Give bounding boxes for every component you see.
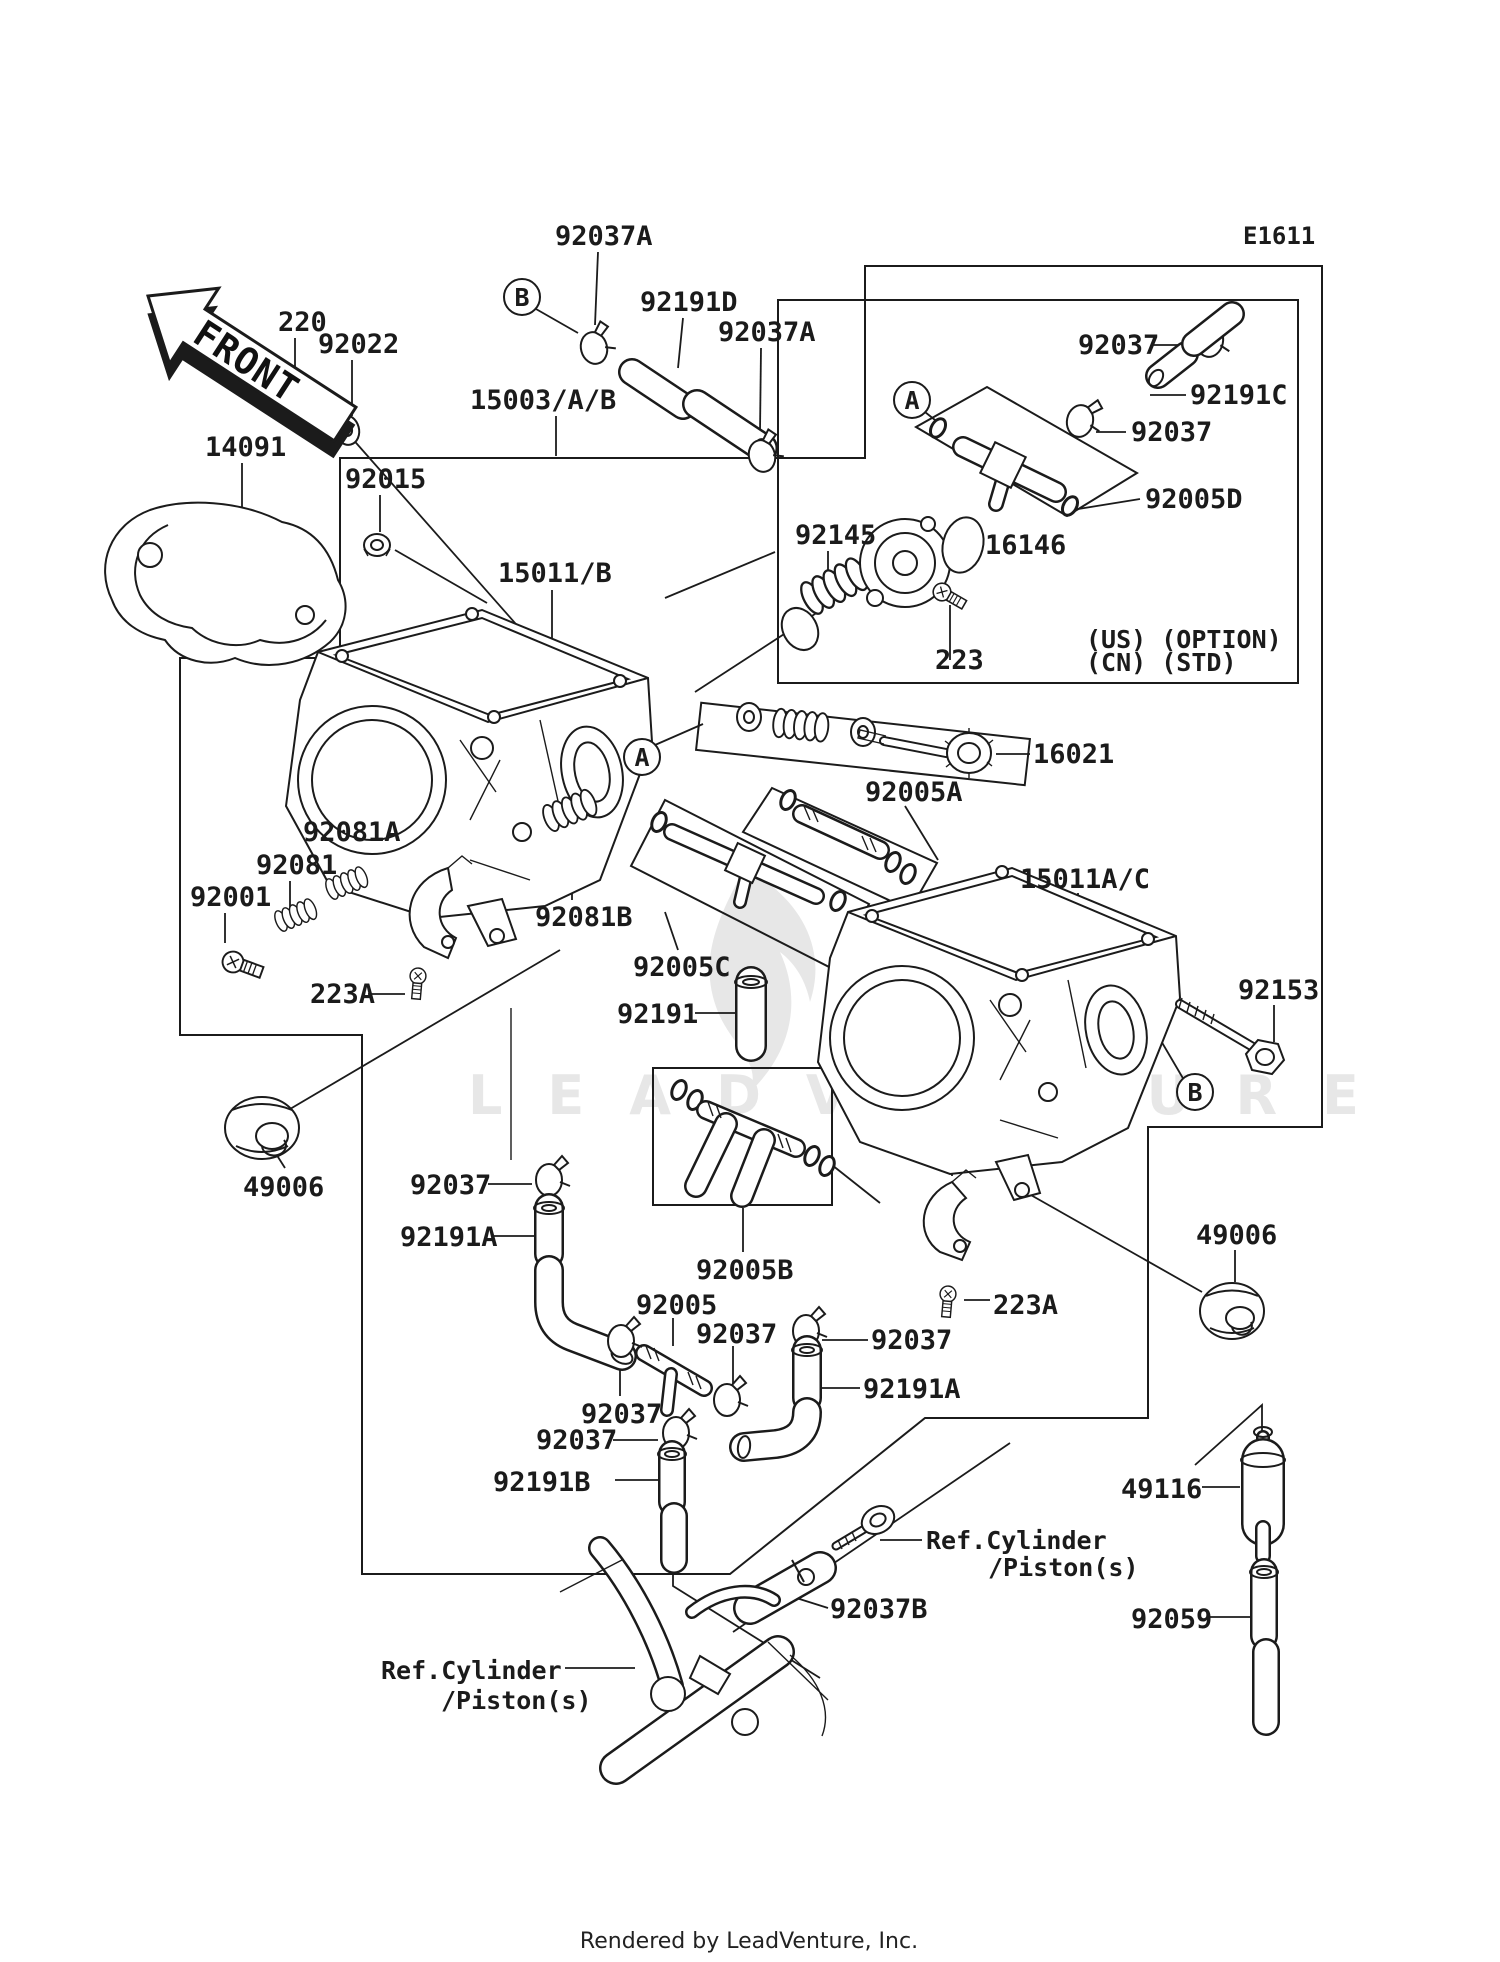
- part-label-223A-right: 223A: [993, 1290, 1058, 1321]
- bracket-right: [922, 1169, 977, 1262]
- notes: E1611 (US) (OPTION) (CN) (STD) Ref.Cylin…: [381, 222, 1315, 1954]
- kit-92005B-parts: [667, 1076, 839, 1208]
- nut-92015: [363, 533, 391, 557]
- bolt-92153: [1175, 997, 1286, 1076]
- page-code: E1611: [1243, 222, 1315, 250]
- part-label-92037-l1: 92037: [410, 1170, 491, 1201]
- part-label-92153: 92153: [1238, 975, 1319, 1006]
- screw-223A-right: [937, 1284, 958, 1319]
- clamp-92037-kit2: [1062, 393, 1107, 443]
- part-labels: 220 92022 14091 92015 92037A 92191D 9203…: [190, 221, 1319, 1635]
- ref-cylinder-right-1: Ref.Cylinder: [926, 1526, 1107, 1555]
- part-label-92191A-l: 92191A: [400, 1222, 498, 1253]
- part-label-49006-right: 49006: [1196, 1220, 1277, 1251]
- callout-B-top: B: [503, 278, 541, 316]
- diaphragm-16146: [859, 516, 985, 608]
- carburetor-body-right: [816, 865, 1182, 1202]
- part-label-16021: 16021: [1033, 739, 1114, 770]
- callout-A-kit: A: [893, 381, 931, 419]
- part-label-92081B: 92081B: [535, 902, 633, 933]
- part-label-223A-left: 223A: [310, 979, 375, 1010]
- part-label-92145: 92145: [795, 520, 876, 551]
- note-us-option: (US) (OPTION): [1086, 625, 1282, 654]
- part-label-92037-m3: 92037: [536, 1425, 617, 1456]
- damper-49006-right: [1199, 1282, 1265, 1340]
- part-label-92005A: 92005A: [865, 777, 963, 808]
- callouts: B A A B: [503, 278, 1214, 1111]
- oring-92005C-2: [826, 887, 850, 915]
- ref-cylinder-right-2: /Piston(s): [988, 1553, 1139, 1582]
- clamp-92037A-1: [574, 318, 620, 368]
- kit-92005D-box: [913, 385, 1139, 518]
- callout-A-carb: A: [623, 738, 661, 776]
- part-label-14091: 14091: [205, 432, 286, 463]
- part-label-92037A-2: 92037A: [718, 317, 816, 348]
- footer-credit: Rendered by LeadVenture, Inc.: [580, 1929, 918, 1954]
- callout-B-carb: B: [1176, 1073, 1214, 1111]
- part-label-15011B: 15011/B: [498, 558, 612, 589]
- part-label-220: 220: [278, 307, 327, 338]
- part-label-92037-m2: 92037: [581, 1399, 662, 1430]
- oring-92005A-3: [896, 860, 920, 888]
- part-label-92005: 92005: [636, 1290, 717, 1321]
- tube-92191B: [657, 1440, 688, 1574]
- tubes-92059: [1249, 1558, 1280, 1736]
- part-label-92191C: 92191C: [1190, 380, 1288, 411]
- tee-92005: [635, 1344, 713, 1417]
- filter-49116: [1240, 1426, 1286, 1564]
- svg-text:B: B: [1187, 1078, 1202, 1107]
- spring-92081: [271, 896, 320, 934]
- main-boundary-box: [179, 265, 1323, 1575]
- screw-223A-left: [407, 966, 428, 1001]
- svg-text:A: A: [634, 743, 649, 772]
- part-label-92001: 92001: [190, 882, 271, 913]
- part-label-92191A-r: 92191A: [863, 1374, 961, 1405]
- part-label-15003AB: 15003/A/B: [470, 385, 616, 416]
- part-label-92037-kit2: 92037: [1131, 417, 1212, 448]
- cover-14091: [104, 501, 347, 666]
- hose-92191A-left: [533, 1193, 637, 1371]
- screw-92001: [218, 947, 267, 984]
- damper-49006-left: [224, 1096, 300, 1160]
- bracket-left: [408, 855, 473, 960]
- kit-16021-parts: [736, 702, 994, 778]
- part-label-92081A: 92081A: [303, 817, 401, 848]
- part-label-92005C: 92005C: [633, 952, 731, 983]
- part-label-92037-kit1: 92037: [1078, 330, 1159, 361]
- front-arrow: FRONT: [146, 286, 359, 459]
- hose-92191A-right: [729, 1335, 823, 1462]
- note-cn-std: (CN) (STD): [1086, 648, 1237, 677]
- part-label-15011AC: 15011A/C: [1020, 864, 1150, 895]
- part-label-92022: 92022: [318, 329, 399, 360]
- part-label-92059: 92059: [1131, 1604, 1212, 1635]
- part-label-92005B: 92005B: [696, 1255, 794, 1286]
- part-label-92037-r1: 92037: [871, 1325, 952, 1356]
- clamp-92037-left: [535, 1155, 571, 1197]
- part-label-92037B: 92037B: [830, 1594, 928, 1625]
- linkage-ref-cylinder: [559, 1536, 829, 1785]
- svg-text:B: B: [514, 283, 529, 312]
- part-label-92191B: 92191B: [493, 1467, 591, 1498]
- part-label-92015: 92015: [345, 464, 426, 495]
- part-label-92081: 92081: [256, 850, 337, 881]
- option-kit-box: [777, 299, 1299, 684]
- parts-artwork: [104, 301, 1286, 1785]
- part-label-16146: 16146: [985, 530, 1066, 561]
- tube-92191: [734, 966, 768, 1062]
- part-label-49006-left: 49006: [243, 1172, 324, 1203]
- part-label-92191D: 92191D: [640, 287, 738, 318]
- part-label-49116: 49116: [1121, 1474, 1202, 1505]
- ref-cylinder-left-2: /Piston(s): [441, 1686, 592, 1715]
- part-label-92037-m1: 92037: [696, 1319, 777, 1350]
- part-label-92037A-1: 92037A: [555, 221, 653, 252]
- part-label-223: 223: [935, 645, 984, 676]
- part-label-92005D: 92005D: [1145, 484, 1243, 515]
- ref-cylinder-left-1: Ref.Cylinder: [381, 1656, 562, 1685]
- svg-text:A: A: [904, 386, 919, 415]
- clamp-92037-tee-right: [713, 1375, 749, 1417]
- cap-92145: [780, 606, 820, 652]
- kit-16021-box: [694, 701, 1032, 787]
- part-label-92191: 92191: [617, 999, 698, 1030]
